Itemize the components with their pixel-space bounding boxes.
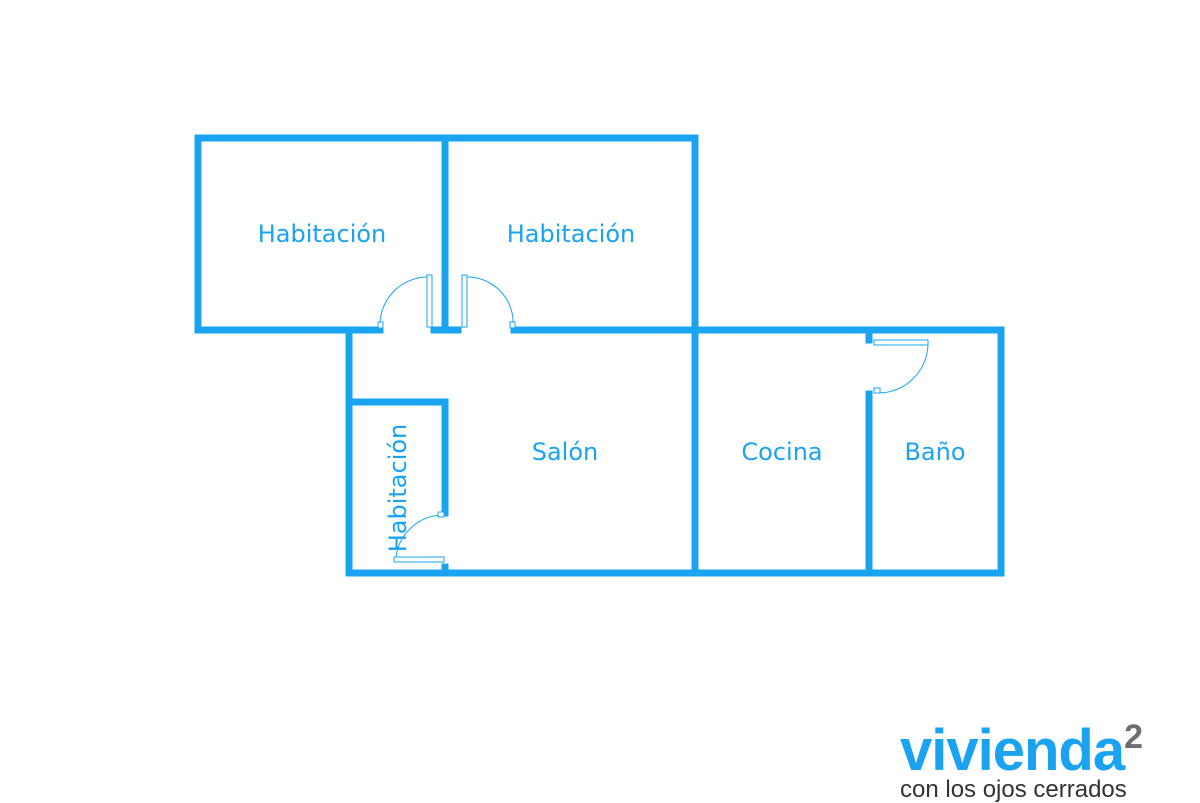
room-label-bedroom-2: Habitación (506, 220, 636, 248)
logo-superscript: 2 (1124, 718, 1144, 756)
room-label-bedroom-3: Habitación (384, 423, 412, 553)
doors (377, 274, 929, 563)
room-label-bathroom: Baño (904, 438, 966, 466)
door-bedroom-1 (377, 274, 433, 329)
door-bedroom-2 (461, 274, 516, 329)
room-label-bedroom-1: Habitación (257, 220, 387, 248)
logo-brand: vivienda (900, 718, 1125, 783)
brand-logo: vivienda2 con los ojos cerrados (900, 718, 1143, 803)
logo-tagline: con los ojos cerrados (900, 776, 1127, 803)
wall-small-room (345, 398, 449, 517)
walls (194, 134, 1005, 577)
wall-lower-top (345, 326, 1005, 577)
door-bedroom-3 (393, 511, 445, 563)
door-bathroom (873, 339, 929, 394)
wall-bedroom-1 (194, 134, 699, 334)
room-label-kitchen: Cocina (741, 438, 823, 466)
room-label-living-room: Salón (531, 438, 599, 466)
